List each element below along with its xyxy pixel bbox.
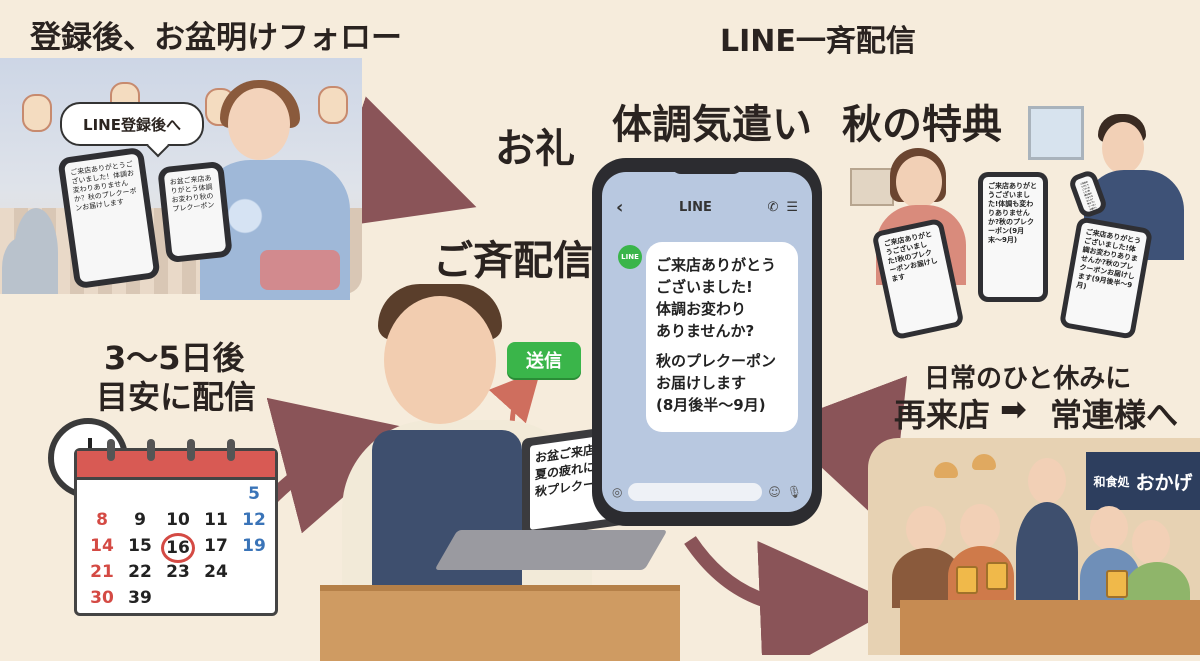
- calendar-day: [197, 481, 235, 507]
- heading-revisit: 再来店: [894, 396, 991, 434]
- heading-timing-1: 3〜5日後: [104, 339, 245, 377]
- calendar: 5 8 9 10 11 12 14 15 16 17 19 21 22 23 24 30 39: [74, 439, 278, 616]
- phone-woman: お盆ご来店ありがとう体調お変わり秋のプレクーポン: [157, 160, 233, 264]
- speech-bubble: LINE登録後へ: [60, 102, 204, 146]
- obi-sash: [260, 250, 340, 290]
- customer-phone: ご来店ありがとうございました!体調も変わりありませんか?秋のプレクーポン(9月末…: [978, 172, 1048, 302]
- calendar-day: [235, 559, 273, 585]
- message-line: ご来店ありがとう: [656, 256, 777, 274]
- message-line: 秋のプレクーポン: [656, 352, 777, 370]
- calendar-day: 23: [166, 562, 190, 582]
- calendar-day: [159, 585, 197, 611]
- line-header: ‹ LINE ✆ ☰: [602, 190, 812, 224]
- phone-screen-text: ご来店ありがとうございました！体調お変わりありませんか？秋のプレクーポンお届けし…: [64, 153, 154, 283]
- phone-screen-text: ご来店ありがとうございました!秋のプレクーポンお届けします: [877, 223, 959, 335]
- arrow-phone-to-restaurant: [684, 536, 900, 655]
- calendar-day: 16: [161, 533, 195, 563]
- camera-icon[interactable]: ◎: [612, 485, 623, 499]
- phone-left: ご来店ありがとうございました！体調お変わりありませんか？秋のプレクーポンお届けし…: [57, 146, 161, 290]
- arrow-right-icon: ➡: [1000, 390, 1027, 428]
- heading-regular: 常連様へ: [1050, 396, 1179, 434]
- calendar-day: 9: [134, 510, 146, 530]
- shop-owner: [384, 296, 496, 424]
- restaurant-sign: 和食処 おかげ: [1086, 452, 1200, 510]
- heading-autumn-bonus: 秋の特典: [842, 102, 1002, 148]
- dining-table: [900, 600, 1200, 655]
- calendar-day: 17: [204, 536, 228, 556]
- arrow-phone-to-customers: [775, 375, 907, 532]
- staff: [1028, 458, 1066, 504]
- calendar-day: 24: [204, 562, 228, 582]
- calendar-day: 11: [204, 510, 228, 530]
- calendar-day: 14: [90, 536, 114, 556]
- calendar-day: 30: [90, 588, 114, 608]
- sign-small-text: 和食処: [1093, 474, 1130, 489]
- calendar-day: 21: [90, 562, 114, 582]
- menu-icon[interactable]: ☰: [786, 199, 798, 215]
- calendar-day: 39: [128, 588, 152, 608]
- calendar-day: [83, 481, 121, 507]
- beer-mug-icon: [956, 566, 978, 594]
- call-icon[interactable]: ✆: [767, 199, 779, 215]
- mic-icon[interactable]: 🎙: [786, 485, 802, 499]
- line-header-title: LINE: [678, 199, 712, 215]
- heading-health-check: 体調気遣い: [612, 102, 812, 148]
- heading-bulk-send: ご斉配信: [433, 238, 593, 284]
- calendar-day: [159, 481, 197, 507]
- phone-screen-text: ご来店ありがとうございました!体調お変わりありませんか?秋のプレクーポンお届けし…: [1064, 222, 1148, 334]
- diner: [1090, 506, 1128, 550]
- beer-mug-icon: [986, 562, 1008, 590]
- calendar-day: 12: [242, 510, 266, 530]
- calendar-day: 10: [166, 510, 190, 530]
- diner: [1132, 520, 1170, 564]
- heading-line-broadcast: LINE一斉配信: [720, 24, 916, 59]
- arrow-calendar-to-owner: [265, 397, 420, 534]
- diner: [906, 506, 946, 552]
- heading-thanks: お礼: [495, 126, 575, 172]
- lamp-icon: [972, 454, 996, 470]
- back-icon[interactable]: ‹: [616, 196, 624, 218]
- heading-daily-break: 日常のひと休みに: [924, 364, 1132, 394]
- sign-large-text: おかげ: [1135, 471, 1193, 494]
- message-input[interactable]: [628, 483, 763, 501]
- beer-mug-icon: [1106, 570, 1128, 598]
- calendar-day: 15: [128, 536, 152, 556]
- line-logo-icon: LINE: [618, 245, 642, 269]
- calendar-day: 5: [248, 484, 260, 504]
- phone-screen-text: ご来店ありがとうございました!体調お変わりありませんか?秋のプレクーポンお届けし…: [1073, 174, 1103, 214]
- calendar-day: [235, 585, 273, 611]
- heading-timing-2: 目安に配信: [96, 378, 257, 416]
- calendar-day: 8: [96, 510, 108, 530]
- chat-input-bar: ◎ ☺ 🎙: [602, 478, 812, 506]
- calendar-day: 19: [242, 536, 266, 556]
- lamp-icon: [934, 462, 958, 478]
- counter: [320, 585, 680, 661]
- customer-man: [1102, 122, 1144, 174]
- message-line: お届けします: [656, 374, 747, 392]
- lantern-icon: [22, 94, 52, 132]
- message-line: 体調お変わり: [656, 300, 747, 318]
- message-line: ありませんか?: [656, 322, 755, 340]
- customer-woman: [896, 156, 942, 208]
- diner: [960, 504, 1000, 550]
- phone-screen-text: お盆ご来店ありがとう体調お変わり秋のプレクーポン: [163, 167, 227, 257]
- chat-message: ご来店ありがとう ございました! 体調お変わり ありませんか? 秋のプレクーポン…: [646, 242, 798, 432]
- laptop-keyboard: [434, 530, 668, 570]
- lantern-icon: [318, 86, 348, 124]
- message-line: ございました!: [656, 278, 753, 296]
- calendar-day: 22: [128, 562, 152, 582]
- crowd-silhouette: [2, 238, 38, 294]
- window-icon: [1028, 106, 1084, 160]
- emoji-icon[interactable]: ☺: [768, 485, 781, 499]
- house-icon: [850, 168, 894, 206]
- message-line: (8月後半〜9月): [656, 396, 766, 414]
- calendar-grid: 5 8 9 10 11 12 14 15 16 17 19 21 22 23 24 30 39: [83, 481, 273, 611]
- phone-screen-text: ご来店ありがとうございました!体調も変わりありませんか?秋のプレクーポン(9月末…: [983, 177, 1043, 297]
- calendar-day: [197, 585, 235, 611]
- phone-notch: [671, 160, 743, 174]
- calendar-day: [121, 481, 159, 507]
- send-button[interactable]: 送信: [507, 342, 581, 378]
- heading-follow-up: 登録後、お盆明けフォロー: [30, 20, 402, 56]
